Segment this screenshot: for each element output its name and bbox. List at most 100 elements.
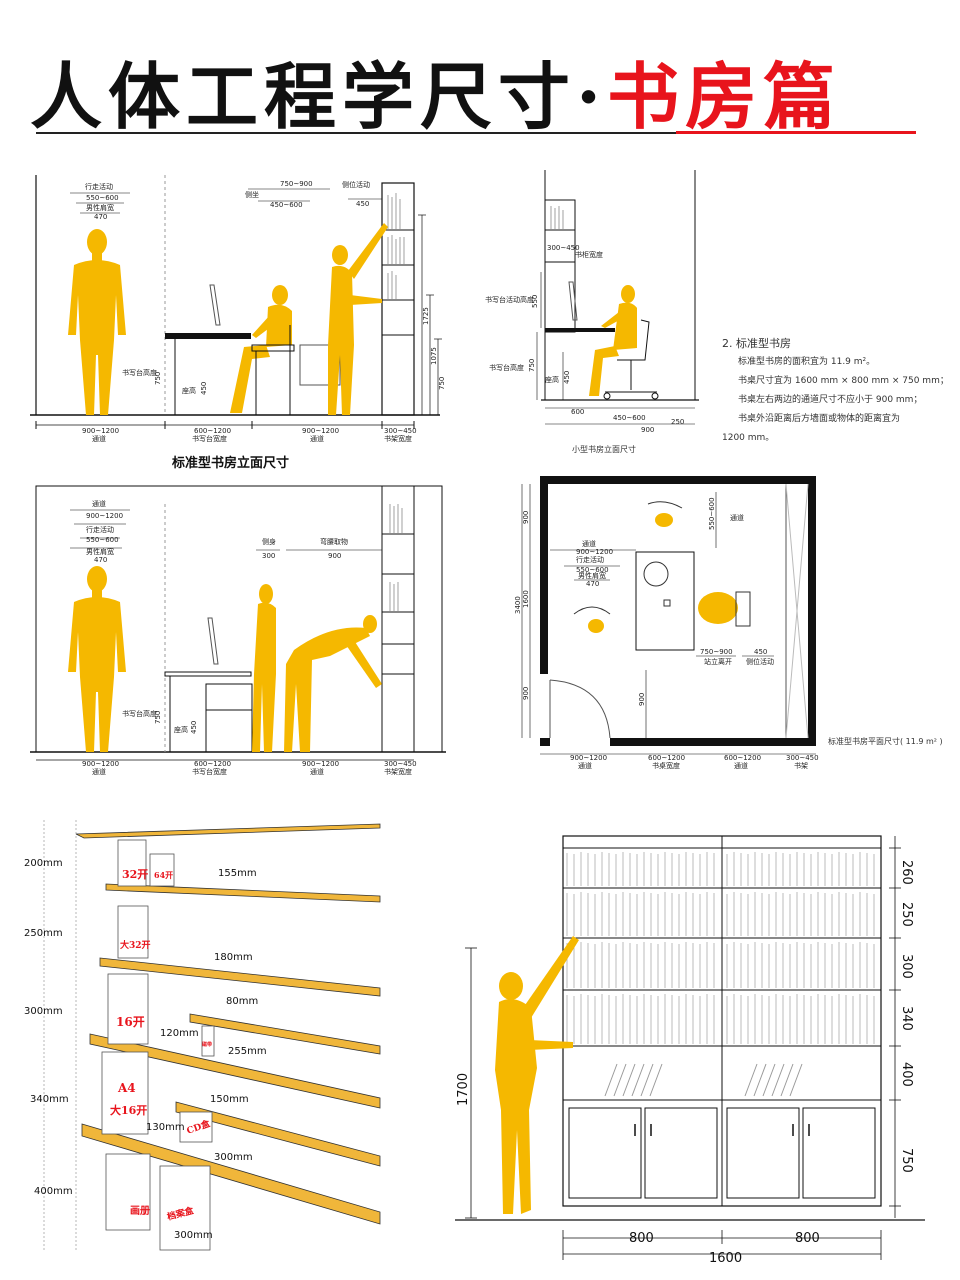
p3-seat: 座高 bbox=[174, 725, 188, 734]
depth-150: 150mm bbox=[210, 1094, 249, 1105]
p3-b1-name: 书写台宽度 bbox=[192, 767, 227, 776]
p4-side: 侧位活动 bbox=[746, 657, 774, 666]
title-main: 人体工程学尺寸 bbox=[30, 54, 577, 139]
note-line: 书桌外沿距离后方墙面或物体的距离宜为 bbox=[738, 414, 901, 424]
row-h-340: 340mm bbox=[30, 1094, 69, 1105]
p4-b1-val: 600~1200 bbox=[648, 754, 685, 762]
panel-shelf-sizes: 32开 64开 大32开 16开 磁带 A4 大16开 CD盒 画册 档案盒 2… bbox=[24, 820, 381, 1251]
p1-b0-name: 通道 bbox=[92, 434, 106, 443]
male-label: 男性肩宽 bbox=[86, 203, 114, 212]
leaning-book bbox=[622, 1063, 636, 1097]
p1-b0-val: 900~1200 bbox=[82, 427, 119, 435]
p3-b0-val: 900~1200 bbox=[82, 760, 119, 768]
panel-bookcase-elevation: 1700 260 250 300 340 400 750 800 800 160… bbox=[455, 835, 925, 1266]
panel-standard-elevation: 1725 1075 750 书写台高度 750 座高 450 行走活动 550~… bbox=[30, 175, 446, 443]
note-line: 书桌左右两边的通道尺寸不应小于 900 mm； bbox=[738, 395, 923, 405]
p4-v6: 900 bbox=[638, 693, 646, 706]
p1-b2-val: 900~1200 bbox=[302, 427, 339, 435]
leaning-book bbox=[613, 1063, 627, 1097]
dim-800-right: 800 bbox=[795, 1231, 820, 1246]
p1-b3-val: 300~450 bbox=[384, 427, 417, 435]
reach-label: 侧位活动 bbox=[342, 180, 370, 189]
reaching-figure bbox=[328, 223, 388, 415]
dim-1600: 1600 bbox=[709, 1251, 742, 1266]
leaning-book bbox=[640, 1063, 654, 1097]
leaning-book bbox=[649, 1063, 663, 1097]
desk-height-val: 750 bbox=[154, 372, 162, 385]
book-tape: 磁带 bbox=[202, 1041, 212, 1048]
dim-800-left: 800 bbox=[629, 1231, 654, 1246]
dim-300: 300 bbox=[899, 954, 914, 979]
leaning-book bbox=[771, 1063, 785, 1097]
notes-heading: 2. 标准型书房 bbox=[722, 337, 791, 350]
p3-bend-val: 900 bbox=[328, 552, 341, 560]
dim-250: 250 bbox=[899, 902, 914, 927]
panel-small-elevation: 300~450 书柜宽度 书写台活动高度 550 书写台高度 750 座高 45… bbox=[485, 170, 699, 434]
panel-bending-elevation: 通道 900~1200 行走活动 550~600 男性肩宽 470 侧身 300… bbox=[30, 485, 446, 776]
p4-b3-name: 书架 bbox=[794, 761, 808, 770]
p4-b0-val: 900~1200 bbox=[570, 754, 607, 762]
p3-aisle-val: 900~1200 bbox=[86, 512, 123, 520]
reach-val: 450 bbox=[356, 200, 369, 208]
seat-val: 450 bbox=[200, 382, 208, 395]
p3-male-val: 470 bbox=[94, 556, 107, 564]
p2-seat: 座高 bbox=[545, 375, 559, 384]
p2-shelf-val: 300~450 bbox=[547, 244, 580, 252]
dim-1700: 1700 bbox=[456, 1073, 471, 1106]
p3-desk: 书写台高度 bbox=[122, 709, 157, 718]
plan-seated-figure bbox=[698, 592, 738, 624]
p2-act-val: 550 bbox=[531, 295, 539, 308]
p3-b3-val: 300~450 bbox=[384, 760, 417, 768]
p2-b1: 450~600 bbox=[613, 414, 646, 422]
panel1-caption: 标准型书房立面尺寸 bbox=[172, 456, 290, 471]
bending-figure bbox=[284, 615, 382, 752]
dim-750: 750 bbox=[438, 377, 446, 390]
p1-b1-name: 书写台宽度 bbox=[192, 434, 227, 443]
title-accent: 书房篇 bbox=[607, 54, 842, 139]
depth-180: 180mm bbox=[214, 952, 253, 963]
p1-b3-name: 书架宽度 bbox=[384, 434, 412, 443]
title-underline bbox=[36, 132, 916, 134]
leaning-book bbox=[753, 1063, 767, 1097]
side-label: 侧坐 bbox=[245, 190, 259, 199]
page-title: 人体工程学尺寸·书房篇 bbox=[30, 52, 841, 142]
depth-130: 130mm bbox=[146, 1122, 185, 1133]
row-h-400: 400mm bbox=[34, 1186, 73, 1197]
side-w: 750~900 bbox=[280, 180, 313, 188]
depth-300b: 300mm bbox=[174, 1230, 213, 1241]
p4-b2-name: 通道 bbox=[734, 761, 748, 770]
p2-shelf: 书柜宽度 bbox=[575, 250, 603, 259]
desk-height-label: 书写台高度 bbox=[122, 368, 157, 377]
dim-750: 750 bbox=[899, 1148, 914, 1173]
p3-seat-val: 450 bbox=[190, 721, 198, 734]
p4-walk: 行走活动 bbox=[576, 555, 604, 564]
book-a4: A4 bbox=[117, 1081, 136, 1095]
p2-desk-val: 750 bbox=[528, 359, 536, 372]
row-h-250: 250mm bbox=[24, 928, 63, 939]
male-val: 470 bbox=[94, 213, 107, 221]
row-h-300: 300mm bbox=[24, 1006, 63, 1017]
p4-side-val: 450 bbox=[754, 648, 767, 656]
p4-aisle-val: 900~1200 bbox=[576, 548, 613, 556]
book-spines bbox=[566, 852, 875, 1097]
p2-b2: 250 bbox=[671, 418, 684, 426]
p3-b1-val: 600~1200 bbox=[194, 760, 231, 768]
note-line: 书桌尺寸宜为 1600 mm × 800 mm × 750 mm； bbox=[738, 376, 949, 386]
depth-80: 80mm bbox=[226, 996, 258, 1007]
p3-side: 侧身 bbox=[262, 537, 276, 546]
seat-label: 座高 bbox=[182, 386, 196, 395]
p4-b1-name: 书桌宽度 bbox=[652, 761, 680, 770]
p4-v4: 3400 bbox=[514, 596, 522, 614]
side-standing-figure bbox=[252, 584, 276, 752]
p4-v2: 1600 bbox=[522, 590, 530, 608]
p4-b0-name: 通道 bbox=[578, 761, 592, 770]
book-64: 64开 bbox=[154, 870, 173, 880]
depth-120: 120mm bbox=[160, 1028, 199, 1039]
p3-walk: 行走活动 bbox=[86, 525, 114, 534]
p2-seat-val: 450 bbox=[563, 371, 571, 384]
p4-male: 男性肩宽 bbox=[578, 571, 606, 580]
leaning-book bbox=[744, 1063, 758, 1097]
book-large32: 大32开 bbox=[120, 939, 151, 951]
p3-walk-val: 550~600 bbox=[86, 536, 119, 544]
book-16: 16开 bbox=[116, 1015, 145, 1029]
